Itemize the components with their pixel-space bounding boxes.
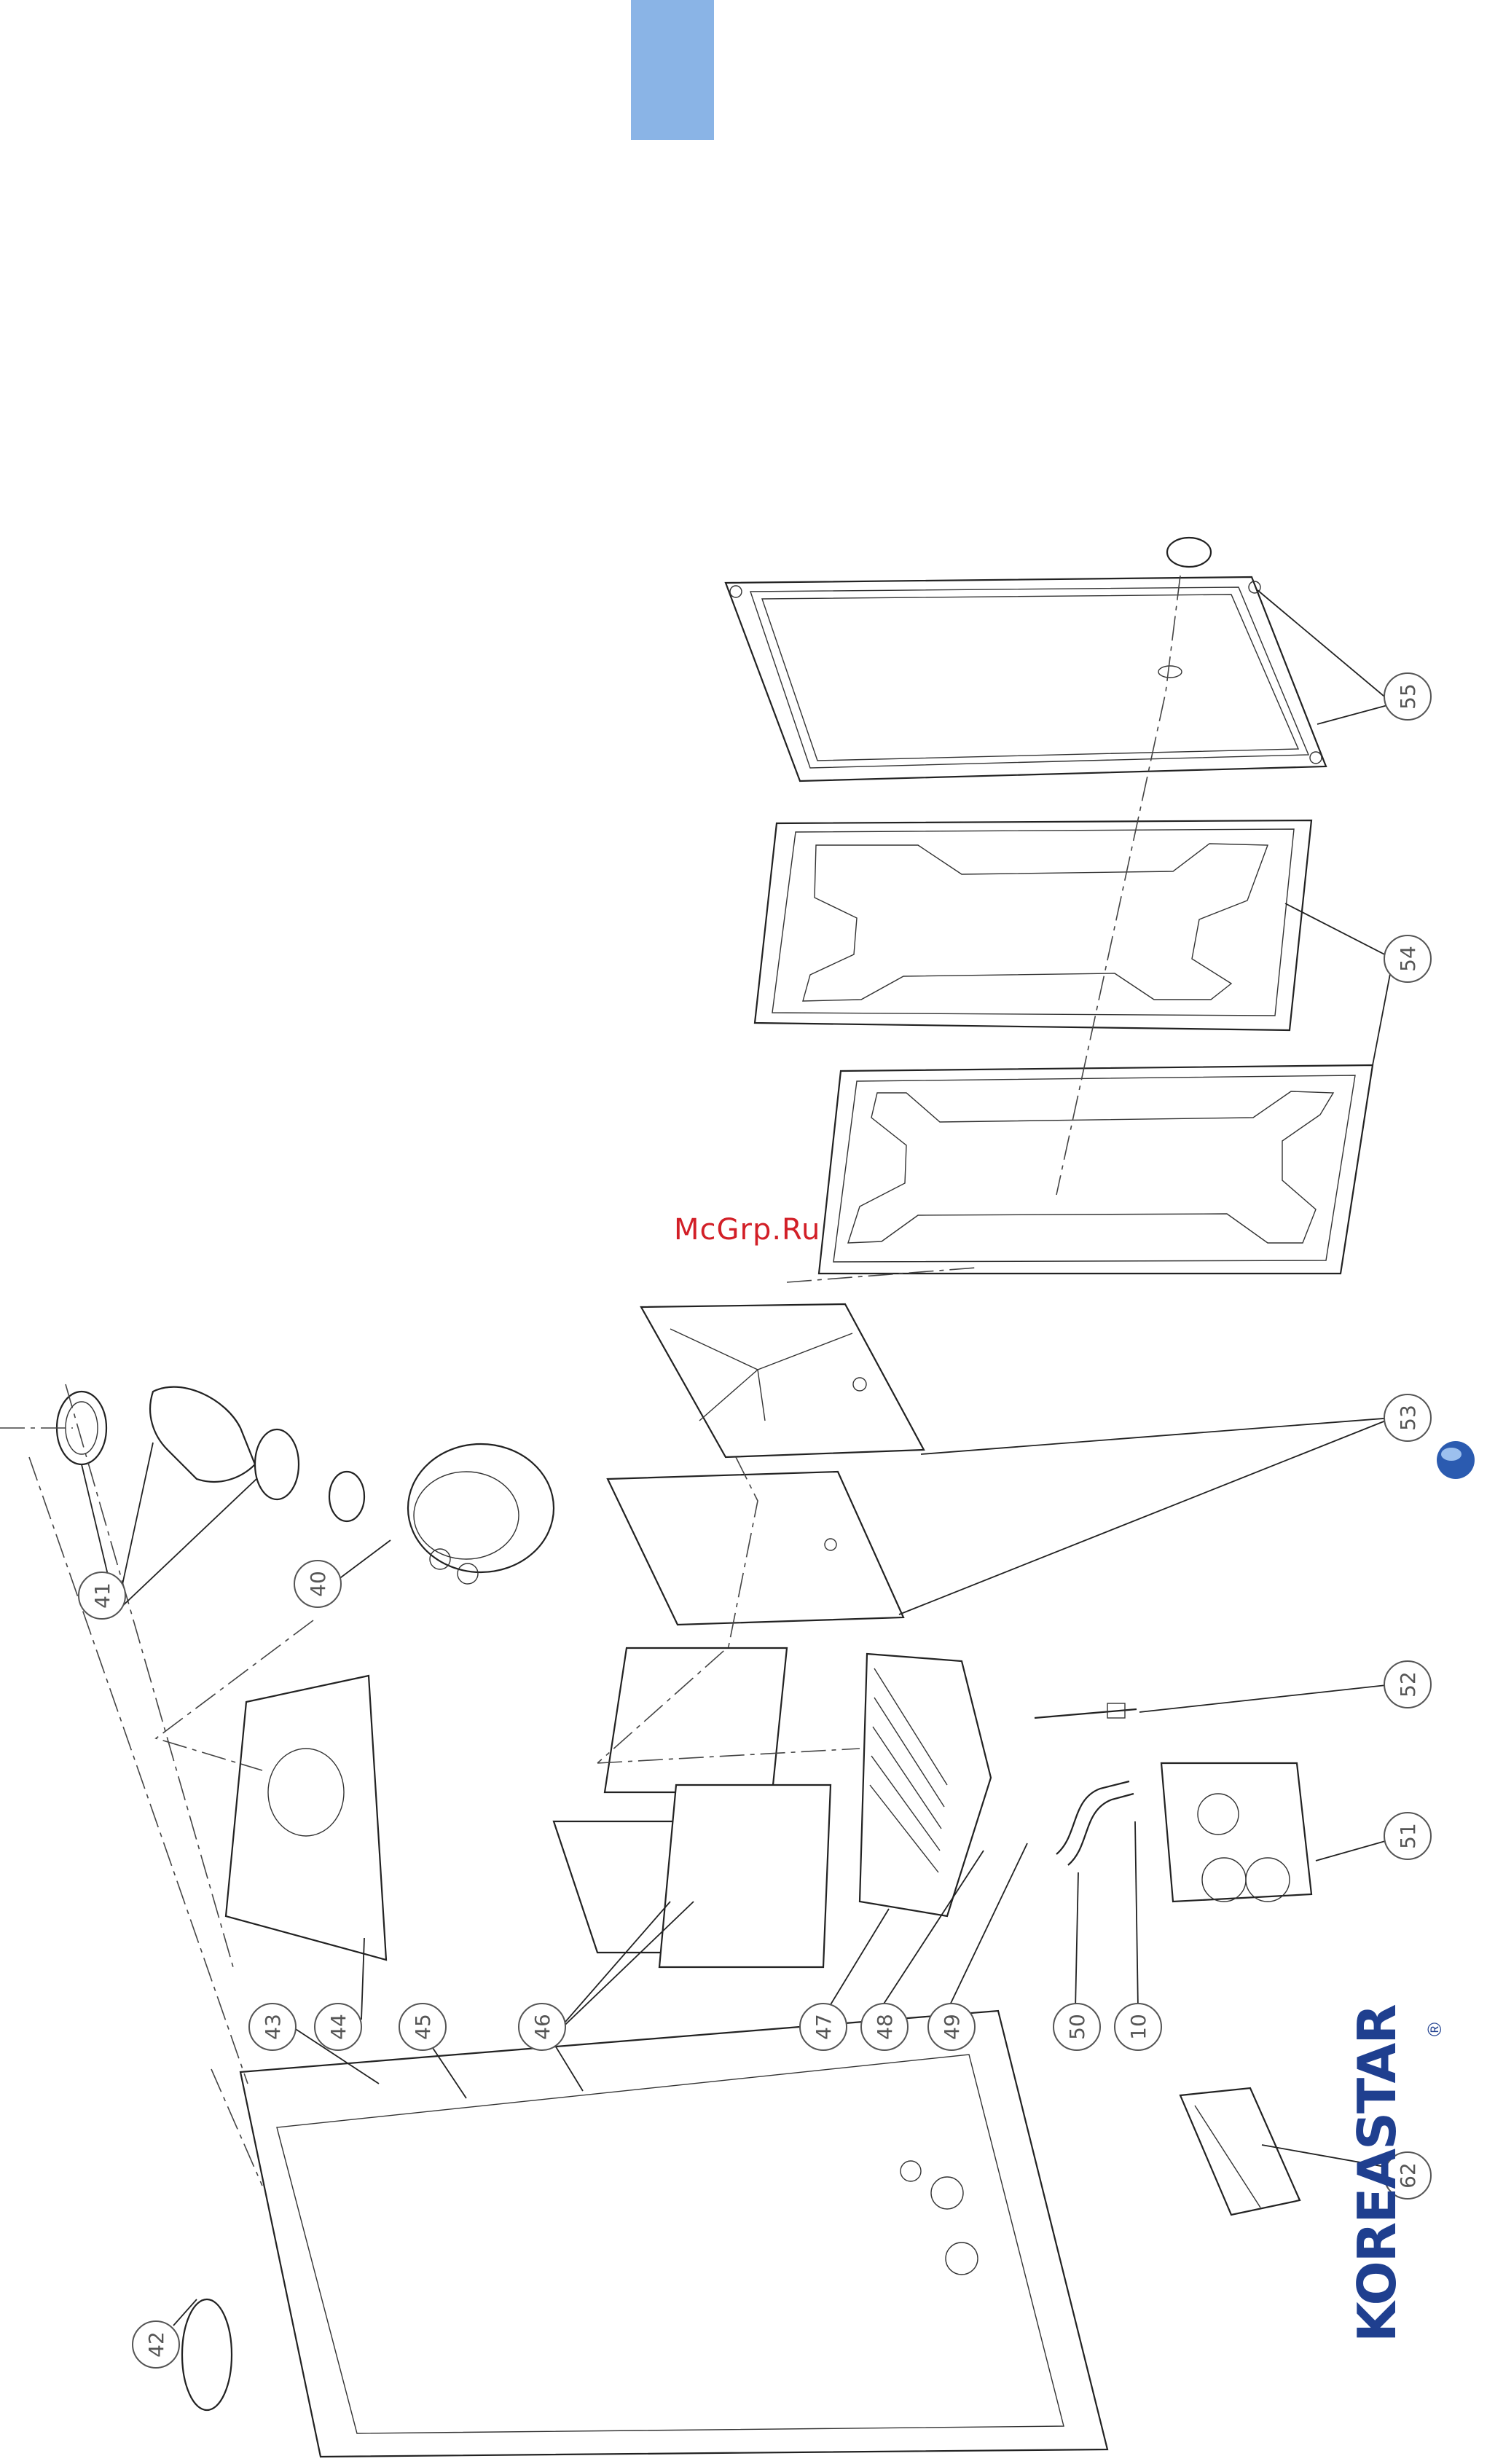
callout-47-label: 47 <box>812 2014 836 2040</box>
callout-47: 47 <box>800 2004 847 2050</box>
callout-40-label: 40 <box>306 1571 330 1597</box>
globe-icon <box>1437 1441 1475 1479</box>
callout-52-label: 52 <box>1396 1671 1420 1698</box>
callout-54: 54 <box>1384 935 1431 982</box>
callout-41-label: 41 <box>90 1582 114 1609</box>
callout-10: 10 <box>1115 2004 1161 2050</box>
callout-48: 48 <box>861 2004 908 2050</box>
front-cover-panel <box>726 538 1326 781</box>
round-cover <box>182 2299 232 2410</box>
assembly-axis-lines <box>0 576 1180 2186</box>
callout-54-label: 54 <box>1396 946 1420 972</box>
burner-cover-lower <box>608 1472 903 1625</box>
gas-pipe <box>1056 1781 1134 1865</box>
callout-51: 51 <box>1384 1813 1431 1859</box>
callout-55: 55 <box>1384 673 1431 720</box>
callout-49: 49 <box>928 2004 975 2050</box>
callout-42: 42 <box>133 2321 179 2368</box>
registered-mark: ® <box>1424 2022 1446 2036</box>
callout-44-label: 44 <box>326 2014 350 2040</box>
watermark: McGrp.Ru <box>674 1213 820 1247</box>
callout-46: 46 <box>519 2004 565 2050</box>
callout-43: 43 <box>249 2004 296 2050</box>
callout-40: 40 <box>294 1561 341 1607</box>
callout-42-label: 42 <box>144 2331 168 2358</box>
callout-50-label: 50 <box>1065 2014 1089 2040</box>
callout-44: 44 <box>315 2004 361 2050</box>
burner-manifold <box>1180 2088 1300 2215</box>
callout-49-label: 49 <box>940 2014 964 2040</box>
ignition-electrode <box>1035 1703 1137 1718</box>
gas-valve <box>1161 1763 1311 1902</box>
fan-assembly <box>329 1444 554 1584</box>
burner-cover-upper <box>641 1304 924 1457</box>
inner-panel-lower <box>819 1065 1373 1274</box>
callout-41: 41 <box>79 1572 125 1619</box>
fan-mounting-plate <box>226 1676 386 1960</box>
callout-43-label: 43 <box>261 2014 285 2040</box>
heat-exchanger <box>860 1654 991 1916</box>
callout-50: 50 <box>1054 2004 1100 2050</box>
callout-48-label: 48 <box>873 2014 897 2040</box>
callout-46-label: 46 <box>530 2014 554 2040</box>
flue-adaptor <box>57 1387 299 1499</box>
callout-53: 53 <box>1384 1394 1431 1441</box>
callout-53-label: 53 <box>1396 1405 1420 1431</box>
callout-51-label: 51 <box>1396 1823 1420 1849</box>
callout-45-label: 45 <box>411 2014 435 2040</box>
inner-panel-upper <box>755 820 1311 1030</box>
callout-55-label: 55 <box>1396 683 1420 710</box>
callout-52: 52 <box>1384 1661 1431 1708</box>
brand-logo: KOREASTAR <box>1346 2197 1405 2342</box>
callout-10-label: 10 <box>1126 2014 1150 2040</box>
callout-45: 45 <box>399 2004 446 2050</box>
